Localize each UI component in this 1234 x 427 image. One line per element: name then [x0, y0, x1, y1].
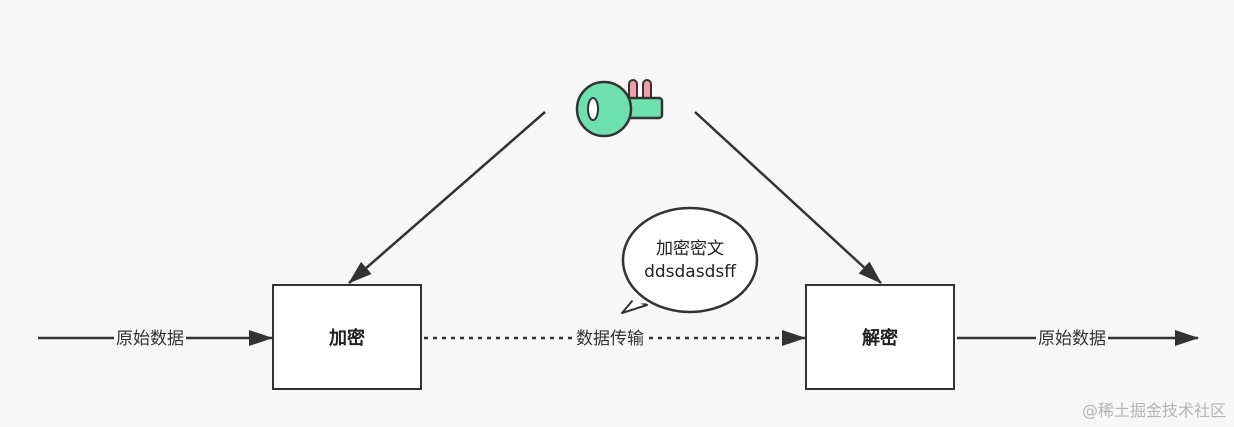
encrypt-box: 加密 [272, 284, 422, 390]
ciphertext-value: ddsdasdsff [644, 262, 736, 282]
output-data-label: 原始数据 [1036, 328, 1108, 350]
input-data-label: 原始数据 [114, 328, 186, 350]
ciphertext-text: 加密密文 ddsdasdsff [620, 238, 760, 284]
encrypt-label: 加密 [329, 328, 365, 349]
key-to-decrypt-arrow [694, 111, 882, 284]
watermark: @稀土掘金技术社区 [1081, 401, 1226, 420]
key-icon [575, 79, 664, 138]
ciphertext-title: 加密密文 [656, 239, 724, 259]
ciphertext-bubble [621, 206, 759, 314]
key-to-encrypt-arrow [348, 111, 546, 284]
transfer-label: 数据传输 [574, 328, 646, 350]
decrypt-label: 解密 [862, 328, 898, 349]
decrypt-box: 解密 [805, 284, 955, 390]
